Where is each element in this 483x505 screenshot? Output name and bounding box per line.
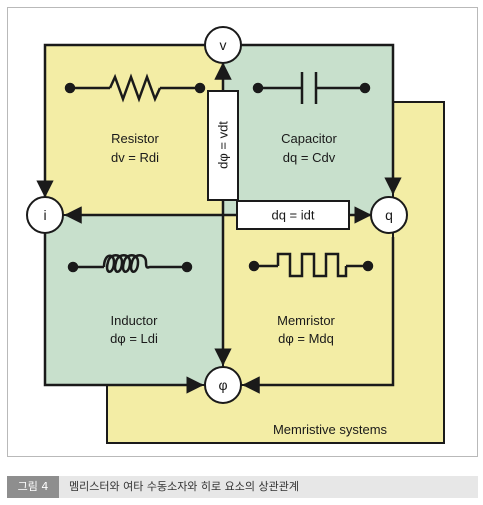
memristor-symbol [248, 252, 374, 278]
charge-current-box: dq = idt [236, 200, 350, 230]
outer-arrows [36, 43, 402, 394]
node-q: q [370, 196, 408, 234]
inductor-symbol [67, 254, 193, 273]
capacitor-equation: dq = Cdv [283, 150, 336, 165]
circuit-relationship-diagram: dφ = vdt dq = idt Resistor dv = Rdi Capa… [26, 26, 445, 444]
node-q-label: q [385, 207, 393, 223]
arrow-i-to-phi [43, 234, 204, 394]
memristor-name: Memristor [277, 313, 335, 328]
node-i-label: i [43, 207, 46, 223]
resistor-quadrant [44, 44, 224, 216]
node-phi: φ [204, 366, 242, 404]
capacitor-name: Capacitor [281, 131, 337, 146]
node-phi-label: φ [218, 377, 227, 393]
capacitor-symbol [252, 72, 371, 104]
resistor-equation: dv = Rdi [111, 150, 159, 165]
resistor-name: Resistor [111, 131, 159, 146]
capacitor-quadrant [222, 44, 394, 216]
inner-arrows [64, 62, 372, 366]
node-i: i [26, 196, 64, 234]
inductor-name: Inductor [111, 313, 159, 328]
node-v: v [204, 26, 242, 64]
arrow-v-to-q [241, 43, 402, 195]
flux-voltage-label: dφ = vdt [216, 121, 231, 169]
inductor-quadrant [44, 214, 224, 386]
memristor-quadrant [222, 214, 394, 386]
resistor-symbol [64, 73, 206, 103]
arrow-q-to-phi [242, 237, 395, 394]
arrow-v-to-i [36, 43, 205, 198]
flux-voltage-box: dφ = vdt [207, 90, 239, 201]
inductor-equation: dφ = Ldi [110, 331, 158, 346]
node-v-label: v [220, 37, 227, 53]
figure-caption: 멤리스터와 여타 수동소자와 히로 요소의 상관관계 [69, 480, 300, 493]
memristive-systems-label: Memristive systems [273, 422, 388, 437]
figure-number-tag: 그림 4 [7, 476, 59, 498]
caption-bar: 그림 4 멤리스터와 여타 수동소자와 히로 요소의 상관관계 [7, 476, 478, 498]
charge-current-label: dq = idt [271, 208, 314, 223]
memristor-equation: dφ = Mdq [278, 331, 334, 346]
